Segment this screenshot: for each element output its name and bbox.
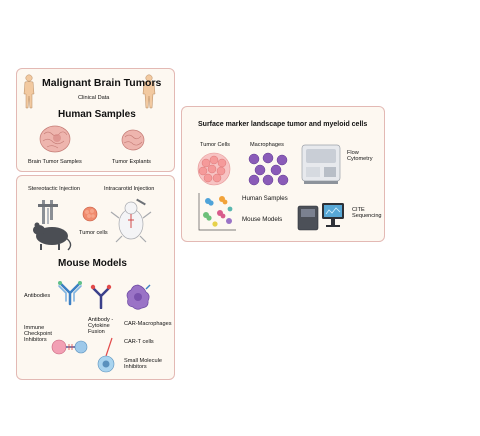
car-macrophages-label: CAR-Macrophages <box>124 321 172 327</box>
brain-tumor-samples-label: Brain Tumor Samples <box>28 159 82 165</box>
car-t-cells-label: CAR-T cells <box>124 339 154 345</box>
umap-plot-icon <box>198 193 236 231</box>
antibodies-label: Antibodies <box>24 293 51 299</box>
human-figure-male-icon <box>142 74 156 109</box>
human-panel-title: Malignant Brain Tumors <box>42 77 162 89</box>
cite-seq-workstation-icon <box>297 203 344 231</box>
macrophages-heading: Macrophages <box>250 142 284 148</box>
antibody-cytokine-fusion-icon <box>90 284 112 309</box>
checkpoint-cell-interaction-icon <box>51 339 88 355</box>
tumor-cells-label: Tumor cells <box>79 230 108 236</box>
tumor-cells-cluster-icon <box>197 152 231 186</box>
tumor-cell-cluster-icon <box>82 206 98 222</box>
car-macrophage-icon <box>126 284 151 310</box>
flow-cytometry-label: Flow Cytometry <box>347 150 373 162</box>
mouse-models-label: Mouse Models <box>242 216 283 223</box>
flow-cytometer-icon <box>301 144 341 184</box>
human-samples-title: Human Samples <box>58 109 136 120</box>
antibody-fusion-label: Antibody - Cytokine Fusion <box>88 317 114 335</box>
intracarotid-mouse-icon <box>110 198 152 243</box>
antibodies-icon <box>58 281 82 306</box>
stereotactic-injection-label: Stereotactic Injection <box>28 186 80 192</box>
immune-checkpoint-label: Immune Checkpoint Inhibitors <box>24 325 52 343</box>
intracarotid-injection-label: Intracarotid Injection <box>104 186 155 192</box>
macrophages-icon <box>248 152 289 186</box>
cite-sequencing-label: CITE Sequencing <box>352 207 382 219</box>
tumor-explant-icon <box>121 129 145 151</box>
brain-tumor-sample-icon <box>39 125 71 153</box>
tumor-explants-label: Tumor Explants <box>112 159 151 165</box>
car-t-cell-icon <box>97 337 115 373</box>
human-samples-label: Human Samples <box>242 195 288 202</box>
small-molecule-label: Small Molecule Inhibitors <box>124 358 162 370</box>
human-figure-female-icon <box>23 74 35 109</box>
mouse-models-title: Mouse Models <box>58 258 127 269</box>
tumor-cells-heading: Tumor Cells <box>200 142 230 148</box>
clinical-data-label: Clinical Data <box>78 95 110 101</box>
stereotactic-mouse-icon <box>33 200 72 251</box>
surface-marker-title: Surface marker landscape tumor and myelo… <box>198 121 368 128</box>
